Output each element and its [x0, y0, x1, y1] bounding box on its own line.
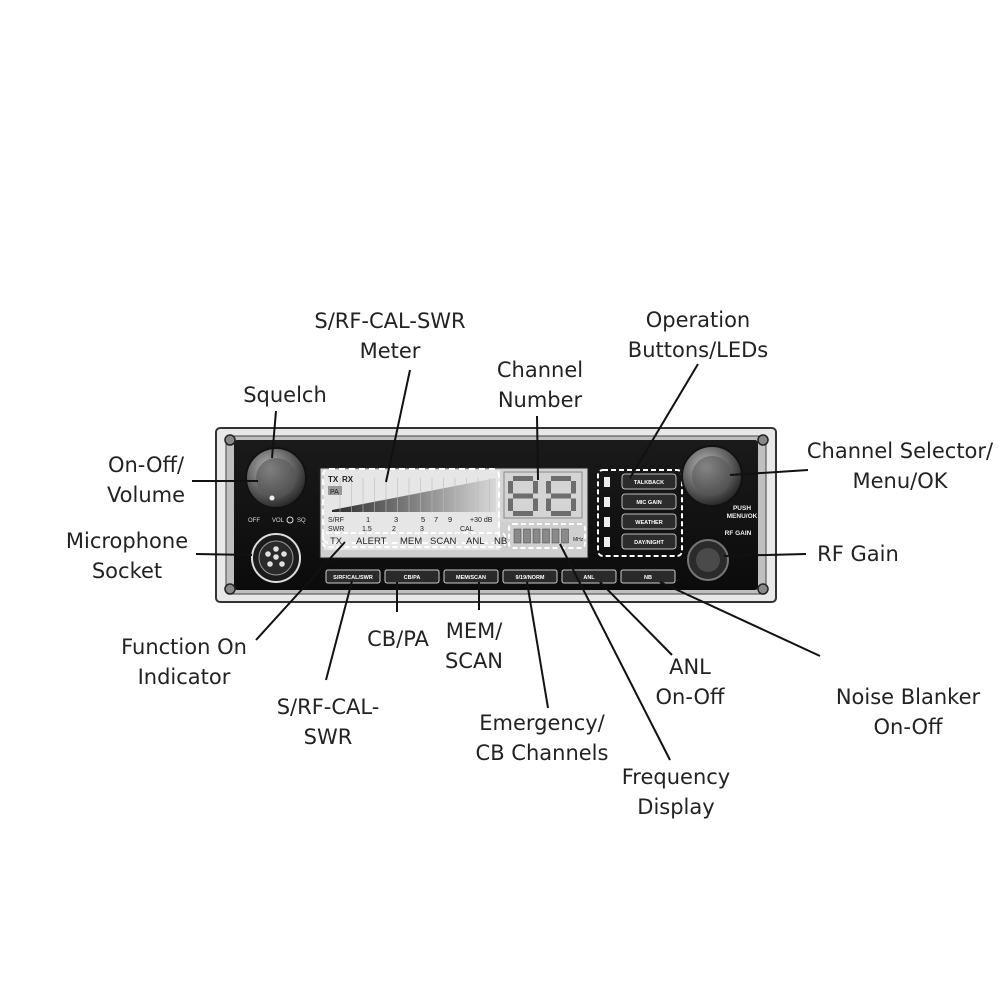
op-button-label: WEATHER [635, 520, 662, 526]
frequency-highlight [508, 523, 586, 549]
frequency-digit-cell [513, 528, 522, 544]
bottom-button-label: S/RF/CAL/SWR [333, 575, 373, 581]
scale-top-label: 1 [366, 515, 370, 524]
op-button-label: MIC GAIN [636, 500, 661, 506]
function-label-alert: ALERT [356, 536, 387, 547]
scale-top-label: 7 [434, 515, 438, 524]
led-indicator [604, 497, 610, 507]
callout-channel-number: Channel Number [496, 358, 584, 412]
lcd-rx: RX [342, 475, 354, 484]
lcd-panel [319, 467, 589, 559]
lcd-cal: CAL [460, 526, 474, 533]
led-indicator [604, 477, 610, 487]
mhz-label: MHz [573, 537, 584, 543]
frequency-digit-cell [532, 528, 541, 544]
op-button-weather[interactable]: WEATHER [621, 513, 677, 530]
function-label-anl: ANL [466, 536, 484, 547]
op-buttons-highlight [597, 469, 683, 557]
function-label-scan: SCAN [430, 536, 457, 547]
callout-squelch: Squelch [243, 383, 327, 407]
function-label-nb: NB [494, 536, 507, 547]
lcd-s-rf: S/RF [328, 517, 344, 524]
bottom-button-label: NB [644, 575, 652, 581]
scale-bottom-label: 1.5 [362, 526, 372, 533]
op-button-day-night[interactable]: DAY/NIGHT [621, 533, 677, 550]
bottom-button-s-rf-cal-swr[interactable]: S/RF/CAL/SWR [325, 569, 381, 584]
frequency-digit-cell [561, 528, 569, 544]
callout-meter: S/RF-CAL-SWR Meter [314, 309, 466, 363]
rf-gain-knob[interactable] [687, 539, 729, 581]
frequency-digit-cell [523, 528, 531, 544]
microphone-socket[interactable] [251, 533, 301, 583]
frequency-digit-cell [542, 528, 550, 544]
bottom-button-cb-pa[interactable]: CB/PA [384, 569, 440, 584]
bottom-button-label: ANL [583, 575, 595, 581]
bottom-button-anl[interactable]: ANL [561, 569, 617, 584]
op-button-mic-gain[interactable]: MIC GAIN [621, 493, 677, 510]
callout-emergency-cb: Emergency/ CB Channels [475, 711, 609, 765]
bottom-button-label: 9/19/NORM [515, 575, 544, 581]
callout-function-on-indicator: Function On Indicator [121, 635, 247, 689]
seven-seg-digit [508, 476, 538, 516]
function-label-mem: MEM [400, 536, 422, 547]
vol-label: VOL [272, 518, 285, 524]
scale-bottom-label: 2 [392, 526, 396, 533]
meter-highlight [322, 468, 500, 544]
callout-channel-selector: Channel Selector/ Menu/OK [806, 439, 994, 493]
callout-microphone-socket: Microphone Socket [65, 529, 189, 583]
callout-anl-on-off: ANL On-Off [655, 655, 725, 709]
corner-screws [224, 434, 769, 595]
frequency-display [513, 528, 569, 544]
off-label: OFF [248, 518, 260, 524]
bottom-button-9-19-norm[interactable]: 9/19/NORM [502, 569, 558, 584]
scale-top-label: 5 [421, 515, 425, 524]
lcd-swr: SWR [328, 526, 344, 533]
volume-squelch-knob[interactable] [245, 447, 307, 509]
rf-gain-label: RF GAIN [725, 530, 752, 537]
seven-seg-digit [546, 476, 576, 516]
callout-frequency-display: Frequency Display [621, 765, 731, 819]
scale-bottom-label: 3 [420, 526, 424, 533]
channel-highlight [503, 471, 583, 519]
scale-top-label: 3 [394, 515, 398, 524]
bottom-button-mem-scan[interactable]: MEM/SCAN [443, 569, 499, 584]
callout-cb-pa: CB/PA [367, 627, 429, 651]
bottom-button-label: CB/PA [404, 575, 421, 581]
push-menu-line: PUSH [733, 505, 751, 512]
channel-digits [508, 476, 576, 516]
frequency-digit-cell [551, 528, 560, 544]
callout-mem-scan: MEM/ SCAN [444, 619, 504, 673]
lcd-tx: TX [328, 475, 339, 484]
callout-s-rf-cal-swr: S/RF-CAL- SWR [276, 695, 380, 749]
bottom-button-label: MEM/SCAN [456, 575, 486, 581]
op-button-talkback[interactable]: TALKBACK [621, 473, 677, 490]
callout-noise-blanker: Noise Blanker On-Off [835, 685, 981, 739]
scale-top-label: 9 [448, 515, 452, 524]
callout-rf-gain: RF Gain [817, 542, 899, 566]
op-button-label: TALKBACK [634, 480, 664, 486]
callout-operation-buttons: Operation Buttons/LEDs [627, 308, 769, 362]
lcd-db: +30 dB [470, 517, 493, 524]
leader-lines [192, 363, 821, 761]
bottom-button-nb[interactable]: NB [620, 569, 676, 584]
callout-on-off-volume: On-Off/ Volume [106, 453, 186, 507]
channel-selector-knob[interactable] [681, 445, 743, 507]
vol-sq-indicator [286, 516, 294, 524]
push-menu-line: MENU/OK [727, 513, 758, 520]
lcd-pa: PA [330, 489, 339, 496]
led-indicator [604, 537, 610, 547]
led-indicator [604, 517, 610, 527]
function-label-tx: TX [330, 536, 343, 547]
op-button-label: DAY/NIGHT [634, 540, 664, 546]
sq-label: SQ [297, 518, 306, 524]
